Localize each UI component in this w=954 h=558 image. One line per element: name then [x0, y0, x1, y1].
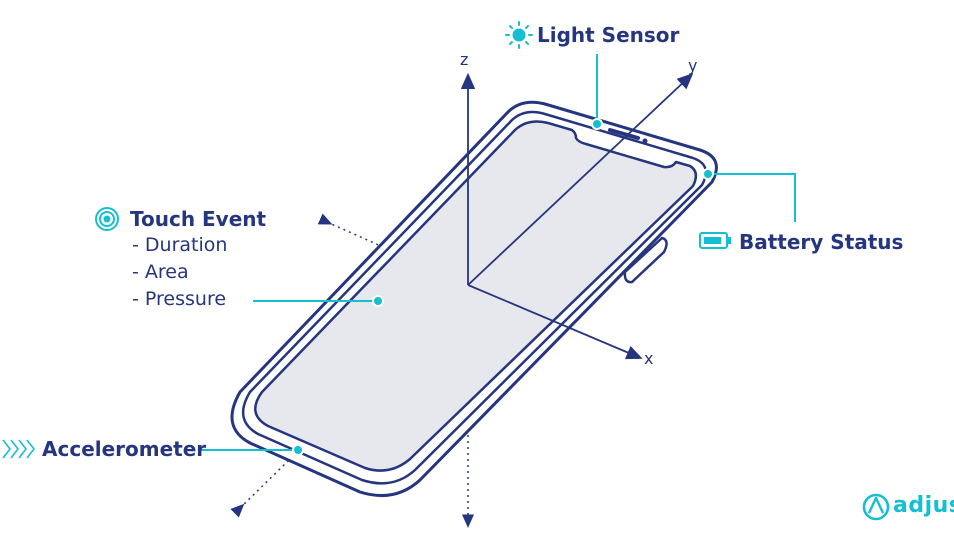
adjust-logo-icon [862, 493, 890, 521]
dotted-axis-upper [317, 213, 469, 286]
accelerometer-label: Accelerometer [42, 437, 207, 461]
touch-detail-duration: - Duration [132, 234, 228, 256]
battery-connector [708, 173, 796, 222]
light-sensor-label: Light Sensor [537, 23, 680, 47]
side-button [623, 236, 668, 284]
phone-screen [254, 120, 698, 472]
touch-dot [372, 295, 384, 307]
battery-status-label: Battery Status [739, 230, 904, 254]
touch-event-label: Touch Event [130, 207, 267, 231]
adjust-logo-text: adjust [893, 493, 954, 518]
chevrons-right-icon [2, 439, 35, 459]
axis-label-x: x [644, 349, 654, 368]
accelerometer-dot [292, 444, 304, 456]
touch-target-icon [95, 207, 119, 231]
axis-label-z: z [460, 50, 469, 69]
front-camera [642, 138, 648, 144]
touch-detail-area: - Area [132, 261, 189, 283]
phone-body [230, 100, 718, 498]
battery-icon [699, 232, 731, 249]
battery-dot [702, 168, 714, 180]
light-sensor-dot [591, 118, 603, 130]
y-axis [467, 73, 694, 286]
touch-detail-pressure: - Pressure [132, 288, 227, 310]
sun-icon [505, 21, 533, 49]
axis-label-y: y [688, 56, 698, 75]
speaker-grille [608, 128, 640, 140]
x-axis [467, 284, 643, 360]
